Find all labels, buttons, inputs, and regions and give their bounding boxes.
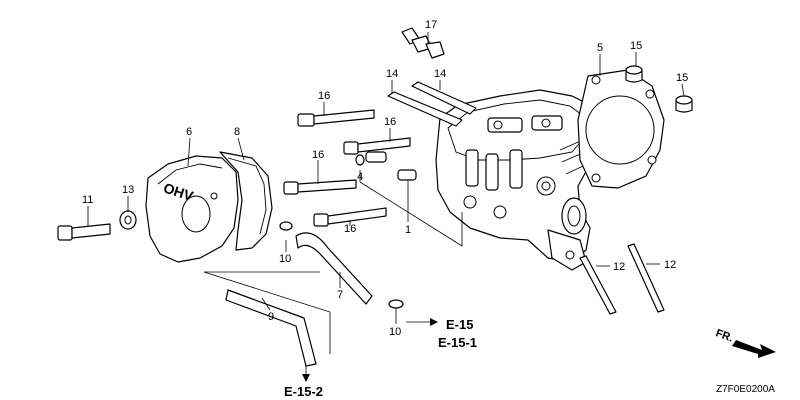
callout-15-upper: 15	[630, 40, 642, 52]
callout-11: 11	[82, 194, 93, 206]
stud-left	[579, 255, 617, 315]
drawing-code: Z7F0E0200A	[716, 384, 775, 395]
spark-plug	[401, 27, 445, 59]
callout-14-right: 14	[434, 68, 446, 80]
callout-14-left: 14	[386, 68, 398, 80]
front-direction-arrow	[732, 340, 776, 358]
callout-9: 9	[268, 311, 274, 323]
tube-clip-upper	[279, 221, 293, 231]
callout-10-upper: 10	[279, 253, 291, 265]
front-label: FR.	[714, 327, 735, 344]
washer-small	[355, 154, 365, 166]
callout-8: 8	[234, 126, 240, 138]
head-cover-gasket	[219, 151, 273, 251]
callout-6: 6	[186, 126, 192, 138]
callout-12-right: 12	[664, 259, 676, 271]
dowel-pin-upper	[625, 65, 643, 83]
leader-lines	[87, 32, 685, 374]
flange-bolt-bottom	[313, 207, 387, 227]
callout-16-middle: 16	[384, 116, 396, 128]
flange-bolt-middle	[343, 137, 411, 155]
sealing-washer	[119, 210, 137, 230]
callout-4: 4	[357, 171, 363, 183]
reference-e15[interactable]: E-15	[446, 317, 473, 332]
cover-bolt	[57, 223, 111, 241]
callout-16-top: 16	[318, 90, 330, 102]
flange-bolt-lower	[283, 179, 357, 195]
cylinder-head	[435, 89, 603, 271]
dowel-collar	[397, 169, 417, 181]
callout-13: 13	[122, 184, 134, 196]
collar-small	[365, 151, 387, 163]
callout-15-lower: 15	[676, 72, 688, 84]
callout-5: 5	[597, 42, 603, 54]
drain-tube	[225, 289, 317, 367]
reference-e15-1[interactable]: E-15-1	[438, 335, 477, 350]
flange-bolt-top	[297, 109, 375, 127]
head-gasket	[577, 69, 665, 189]
callout-16-bottom: 16	[344, 223, 356, 235]
tube-clip-lower	[388, 299, 404, 309]
stud-right	[627, 243, 665, 313]
callout-17: 17	[425, 19, 437, 31]
callout-12-left: 12	[613, 261, 625, 273]
breather-tube	[295, 232, 373, 305]
callout-1: 1	[405, 224, 411, 236]
callout-7: 7	[337, 289, 343, 301]
dowel-pin-lower	[675, 95, 693, 113]
reference-arrow-e15	[406, 318, 438, 326]
stud-bolt-right	[411, 81, 477, 115]
callout-10-lower: 10	[389, 326, 401, 338]
reference-e15-2[interactable]: E-15-2	[284, 384, 323, 399]
callout-16-lower: 16	[312, 149, 324, 161]
head-cover: OHV	[145, 155, 239, 263]
reference-arrow-e15-2	[302, 374, 310, 382]
